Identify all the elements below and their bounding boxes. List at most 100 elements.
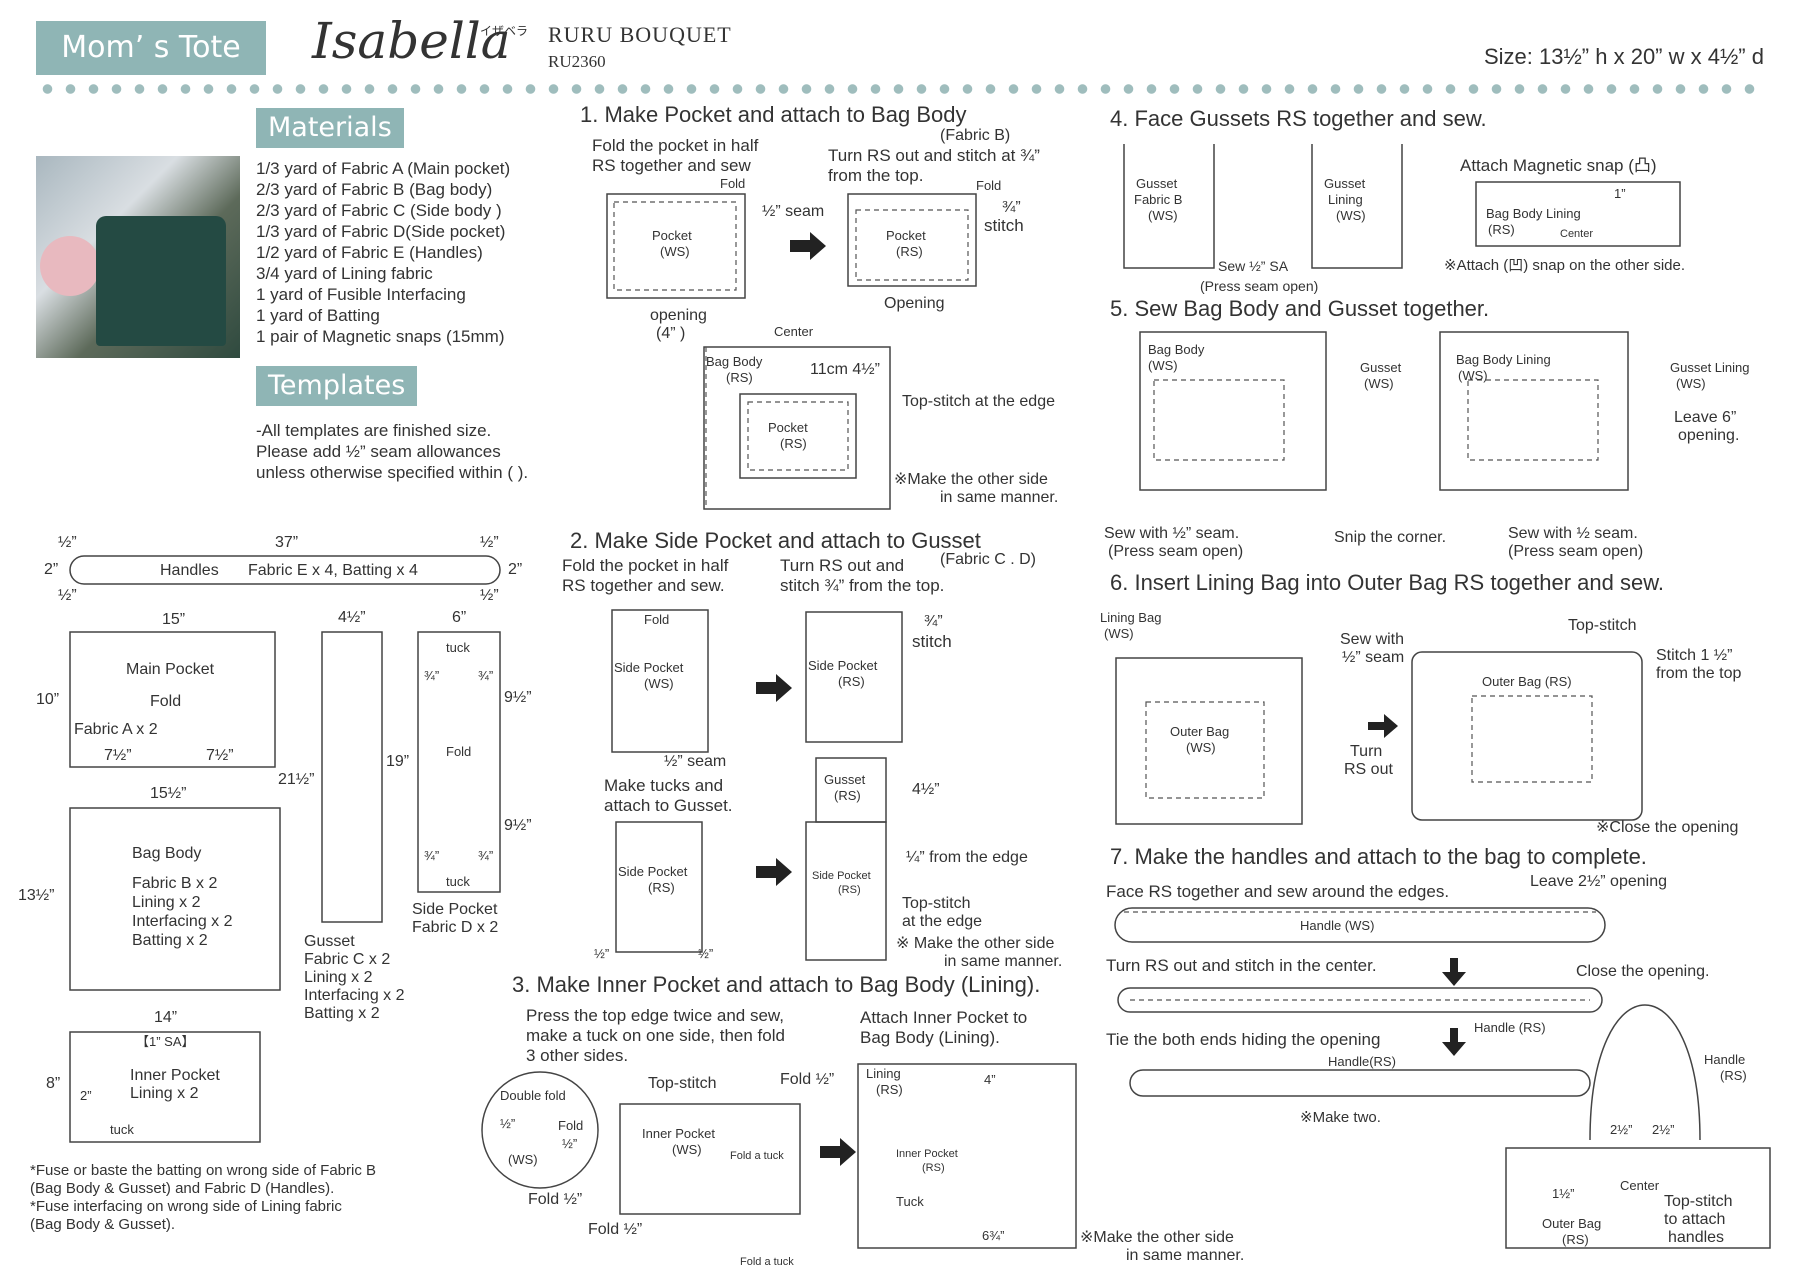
step5-heading: 5. Sew Bag Body and Gusset together.	[1110, 296, 1490, 321]
bag-body-line: Batting x 2	[132, 932, 208, 949]
step3-text: Bag Body (Lining).	[860, 1028, 1000, 1047]
step-note: in same manner.	[1126, 1247, 1245, 1264]
gusset-label: Gusset	[1360, 360, 1402, 375]
half-label: ½”	[698, 946, 714, 961]
lining-label: Lining	[866, 1066, 901, 1081]
seam-label: ½” seam	[1342, 649, 1405, 666]
footnote: (Bag Body & Gusset).	[30, 1216, 176, 1233]
stitch-depth: ¾”	[924, 613, 943, 630]
pattern-name-katakana: イザベラ	[480, 24, 529, 38]
inner-pocket-side: (WS)	[672, 1142, 702, 1157]
pocket-side: (RS)	[780, 436, 807, 451]
side-pocket-tuck: tuck	[446, 874, 470, 889]
main-pocket-half: 7½”	[104, 747, 132, 764]
title-badge: Mom’ s Tote	[36, 21, 266, 75]
seam-label: ½” seam	[762, 203, 825, 220]
gusset-line: Fabric C x 2	[304, 951, 391, 968]
center-label: Center	[1560, 228, 1594, 240]
pocket-position: 11cm 4½”	[810, 361, 880, 378]
step1-sub: (Fabric B)	[940, 127, 1011, 144]
footnote: (Bag Body & Gusset) and Fabric D (Handle…	[30, 1180, 335, 1197]
gusset-lining-side: (WS)	[1676, 376, 1706, 391]
side-pocket-shape	[417, 631, 501, 893]
step2-text: stitch ¾” from the top.	[780, 576, 945, 595]
list-item: 1/2 yard of Fabric E (Handles)	[256, 243, 483, 262]
fold-tuck-label: Fold a tuck	[740, 1256, 794, 1268]
press-label: (Press seam open)	[1200, 278, 1319, 294]
step2-text: RS together and sew.	[562, 576, 725, 595]
step2-text: attach to Gusset.	[604, 796, 733, 815]
gusset-label: Gusset	[304, 933, 355, 950]
bag-body-label: Bag Body	[132, 845, 202, 862]
handle-label: Handle(RS)	[1328, 1054, 1396, 1069]
step-note: ※Close the opening	[1596, 819, 1739, 836]
pocket-width: 6¾”	[982, 1228, 1005, 1243]
inner-pocket-label: Inner Pocket	[642, 1126, 715, 1141]
outer-bag-side: (WS)	[1186, 740, 1216, 755]
side-pocket-label: Side Pocket	[812, 870, 871, 882]
side-pocket-half: 9½”	[504, 689, 532, 706]
outer-bag-label: Outer Bag	[1170, 724, 1230, 739]
note-line: Please add ½” seam allowances	[256, 442, 501, 461]
templates-heading: Templates	[256, 366, 418, 406]
close-label: Close the opening.	[1576, 963, 1710, 980]
double-fold-label: Double fold	[500, 1088, 566, 1103]
opening-label: Opening	[884, 295, 945, 312]
fold-width: ½”	[500, 1116, 516, 1131]
gusset-shape	[321, 631, 383, 923]
seam-label: Sew with	[1340, 631, 1405, 648]
side-pocket-label: Side Pocket	[808, 658, 878, 673]
snip-label: Snip the corner.	[1334, 529, 1447, 546]
side-pocket-half: 9½”	[504, 817, 532, 834]
inner-pocket-width: 14”	[154, 1009, 178, 1026]
press-label: (Press seam open)	[1108, 543, 1244, 560]
snap-label: Attach Magnetic snap (凸)	[1460, 156, 1657, 175]
fold-width: ½”	[562, 1136, 578, 1151]
handle-width-label: 2”	[508, 561, 523, 578]
step-note: ※Make the other side	[894, 471, 1048, 488]
stitch-label: stitch	[912, 632, 952, 651]
step7-text: Tie the both ends hiding the opening	[1106, 1030, 1381, 1049]
step3-text: Attach Inner Pocket to	[860, 1008, 1028, 1027]
note-line: -All templates are finished size.	[256, 421, 492, 440]
opening-label: opening.	[1678, 427, 1740, 444]
half-label: ½”	[594, 946, 610, 961]
inner-pocket-label: Inner Pocket	[130, 1067, 220, 1084]
main-pocket-width: 15”	[162, 611, 186, 628]
lining-bag-side: (WS)	[1104, 626, 1134, 641]
step3-text: make a tuck on one side, then fold	[526, 1026, 785, 1045]
gusset-line: Lining x 2	[304, 969, 373, 986]
inner-pocket-line: Lining x 2	[130, 1085, 199, 1102]
stitch-label: from the top	[1656, 665, 1742, 682]
handle-template-label: Handles	[160, 562, 219, 579]
pocket-label: Pocket	[768, 420, 808, 435]
bag-body-label: Bag Body	[1148, 342, 1205, 357]
handle-drop: 1½”	[1552, 1186, 1575, 1201]
side-pocket-fold: Fold	[446, 744, 472, 759]
double-fold-side: (WS)	[508, 1152, 538, 1167]
templates-note: -All templates are finished size. Please…	[256, 420, 528, 483]
handle-template-fabric: Fabric E x 4, Batting x 4	[248, 562, 418, 579]
topstitch-label: Top-stitch	[1664, 1193, 1733, 1210]
handle-side: (RS)	[1720, 1068, 1747, 1083]
inner-pocket-tuck-width: 2”	[80, 1088, 92, 1103]
step7-text: Turn RS out and stitch in the center.	[1106, 956, 1377, 975]
center-label: Center	[774, 324, 814, 339]
seam-label: Sew with ½” seam.	[1104, 525, 1240, 542]
handle-length-label: 37”	[275, 534, 299, 551]
gusset-width: 4½”	[338, 609, 366, 626]
step2-text: Turn RS out and	[780, 556, 905, 575]
bag-body-height: 13½”	[18, 887, 55, 904]
pocket-side: (RS)	[896, 244, 923, 259]
fold-label: Fold ½”	[588, 1221, 643, 1238]
step-note: ※Make the other side	[1080, 1229, 1234, 1246]
fold-label: Fold ½”	[780, 1071, 835, 1088]
topstitch-label: Top-stitch	[648, 1075, 717, 1092]
topstitch-label: Top-stitch	[1568, 617, 1637, 634]
lining-label: Bag Body Lining	[1456, 352, 1551, 367]
turn-label: RS out	[1344, 761, 1393, 778]
main-pocket-fabric: Fabric A x 2	[74, 721, 158, 738]
side-pocket-fabric: Fabric D x 2	[412, 919, 499, 936]
step2-heading: 2. Make Side Pocket and attach to Gusset	[570, 528, 981, 553]
